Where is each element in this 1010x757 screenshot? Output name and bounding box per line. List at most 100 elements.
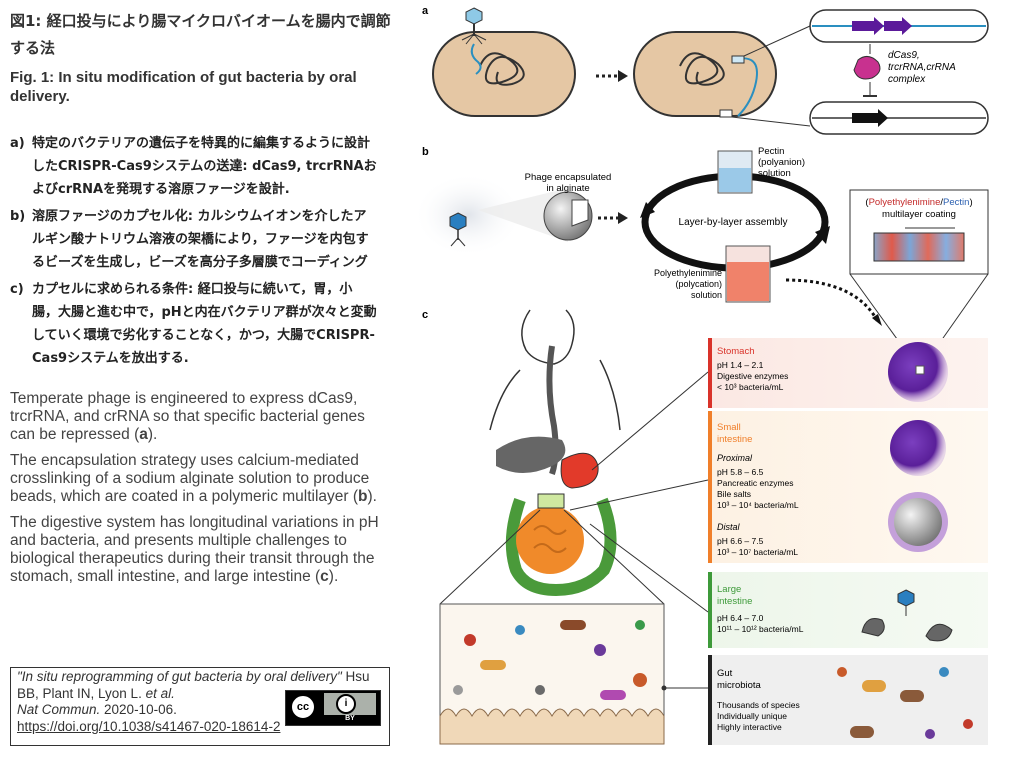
small-intestine-bar	[708, 411, 712, 563]
bacterium-dot	[453, 685, 463, 695]
capsule-distal-core	[894, 498, 942, 546]
assembly-label: Layer-by-layer assembly	[679, 217, 788, 228]
cycle-arrowhead	[815, 226, 830, 244]
head-outline	[521, 309, 575, 365]
pointer-line	[591, 371, 709, 471]
doi-link[interactable]: https://doi.org/10.1038/s41467-020-18614…	[17, 718, 281, 734]
gene-target	[719, 109, 733, 118]
gene-arrow-repressed	[852, 109, 888, 127]
paragraph-text: The encapsulation strategy uses calcium-…	[10, 452, 370, 505]
panel-label-b: b	[422, 146, 429, 158]
bacterium-dot	[963, 719, 973, 729]
stomach-name: Stomach	[717, 346, 755, 357]
intestine-folds	[533, 525, 567, 553]
panel-ref: b	[358, 488, 368, 505]
gut-name: microbiota	[717, 680, 762, 691]
proximal-line: pH 5.8 – 6.5	[717, 467, 764, 477]
rod-bacterium	[480, 660, 506, 670]
english-title: Fig. 1: In situ modification of gut bact…	[10, 69, 357, 105]
pei-label: (polycation)	[675, 279, 722, 289]
bacterium-dot	[464, 634, 476, 646]
gene-arrow	[884, 17, 912, 35]
small-intestine-organ	[516, 506, 584, 574]
phage-dna	[470, 43, 482, 75]
step-item: b) 溶原ファージのカプセル化: カルシウムイオンを介したアルギン酸ナトリウム溶…	[10, 205, 405, 274]
citation-box: "In situ reprogramming of gut bacteria b…	[10, 667, 390, 746]
integrated-dna	[731, 57, 758, 117]
large-intestine-line: pH 6.4 – 7.0	[717, 613, 764, 623]
panel-ref: c	[320, 568, 329, 585]
gene-arrow	[852, 17, 884, 35]
pectin-label: (polyanion)	[758, 157, 805, 168]
paragraph-text: Temperate phage is engineered to express…	[10, 390, 365, 443]
pointer-line	[569, 479, 709, 511]
released-phage-icon	[897, 589, 915, 607]
gut-line: Thousands of species	[717, 700, 800, 710]
step-label: a)	[10, 136, 25, 151]
bacterium-dot	[635, 620, 645, 630]
pointer-line	[589, 523, 709, 613]
bacterium-dot	[837, 667, 847, 677]
zoom-cone	[478, 188, 568, 242]
zoom-line	[439, 509, 541, 605]
phage-encapsulated-label: in alginate	[546, 183, 589, 194]
gut-line: Individually unique	[717, 711, 787, 721]
panel-label-a: a	[422, 5, 429, 17]
complex-label: dCas9,	[888, 50, 920, 61]
by-label: BY	[324, 715, 376, 723]
panel-label-c: c	[422, 309, 428, 321]
bacterium-dot	[939, 667, 949, 677]
stomach-organ	[560, 452, 599, 489]
step-list: a) 特定のバクテリアの遺伝子を特異的に編集するように設計したCRISPR-Ca…	[10, 132, 405, 370]
stomach-ph: pH 1.4 – 2.1	[717, 360, 764, 370]
bacterium-dot	[925, 729, 935, 739]
phage-legs	[461, 33, 487, 45]
step-label: b)	[10, 209, 26, 224]
coating-title: (Polyethylenimine/Pectin)	[865, 197, 972, 208]
large-intestine-name: Large	[717, 584, 741, 595]
step-text: 特定のバクテリアの遺伝子を特異的に編集するように設計したCRISPR-Cas9シ…	[32, 136, 377, 197]
rod-bacterium	[600, 690, 626, 700]
gut-line: Highly interactive	[717, 722, 782, 732]
large-intestine-name: intestine	[717, 596, 752, 607]
by-box: i BY	[324, 693, 376, 723]
step-text: カプセルに求められる条件: 経口投与に続いて，胃，小腸，大腸と進む中で，pHと内…	[32, 282, 377, 366]
rod-bacterium	[560, 620, 586, 630]
citation-authors: Hsu BB, Plant IN, Lyon L.	[17, 669, 370, 701]
phage-icon	[465, 7, 483, 25]
step-label: c)	[10, 282, 24, 297]
dcas9-complex-icon	[853, 56, 881, 80]
bacterium-dot	[535, 685, 545, 695]
summary-paragraph: The encapsulation strategy uses calcium-…	[10, 452, 390, 506]
paragraph-text: The digestive system has longitudinal va…	[10, 514, 379, 585]
pectin-label: Pectin	[758, 146, 784, 157]
arrow-to-capsule	[785, 278, 880, 323]
large-intestine-organ	[505, 497, 617, 597]
small-intestine-name: Small	[717, 422, 741, 433]
stomach-bar	[708, 338, 712, 408]
text-column: 図1: 経口投与により腸マイクロバイオームを腸内で調節する法 Fig. 1: I…	[10, 8, 405, 586]
zoom-marker	[915, 365, 925, 375]
zoom-line	[743, 25, 811, 57]
stomach-line: Digestive enzymes	[717, 371, 788, 381]
zoom-line	[731, 116, 811, 127]
bacterium-dot	[633, 673, 647, 687]
arrowhead-b	[618, 212, 628, 224]
citation-journal: Nat Commun.	[17, 702, 101, 717]
summary-paragraph: Temperate phage is engineered to express…	[10, 390, 390, 444]
liver	[496, 436, 566, 473]
cc-icon: cc	[290, 694, 316, 720]
proximal-label: Proximal	[717, 453, 753, 463]
proximal-line: 10³ – 10⁴ bacteria/mL	[717, 500, 799, 510]
distal-line: pH 6.6 – 7.5	[717, 536, 764, 546]
pectin-label: solution	[758, 168, 791, 179]
proximal-line: Pancreatic enzymes	[717, 478, 794, 488]
japanese-title: 図1: 経口投与により腸マイクロバイオームを腸内で調節する法	[10, 12, 391, 57]
capsule-fragment	[861, 618, 885, 637]
arrowhead-c	[872, 314, 882, 326]
pei-label: Polyethylenimine	[654, 268, 722, 278]
phage-encapsulated-label: Phage encapsulated	[525, 172, 612, 183]
citation-etal: et al.	[145, 685, 175, 701]
bacterium-dot	[515, 625, 525, 635]
paragraph-end: ).	[367, 488, 377, 505]
